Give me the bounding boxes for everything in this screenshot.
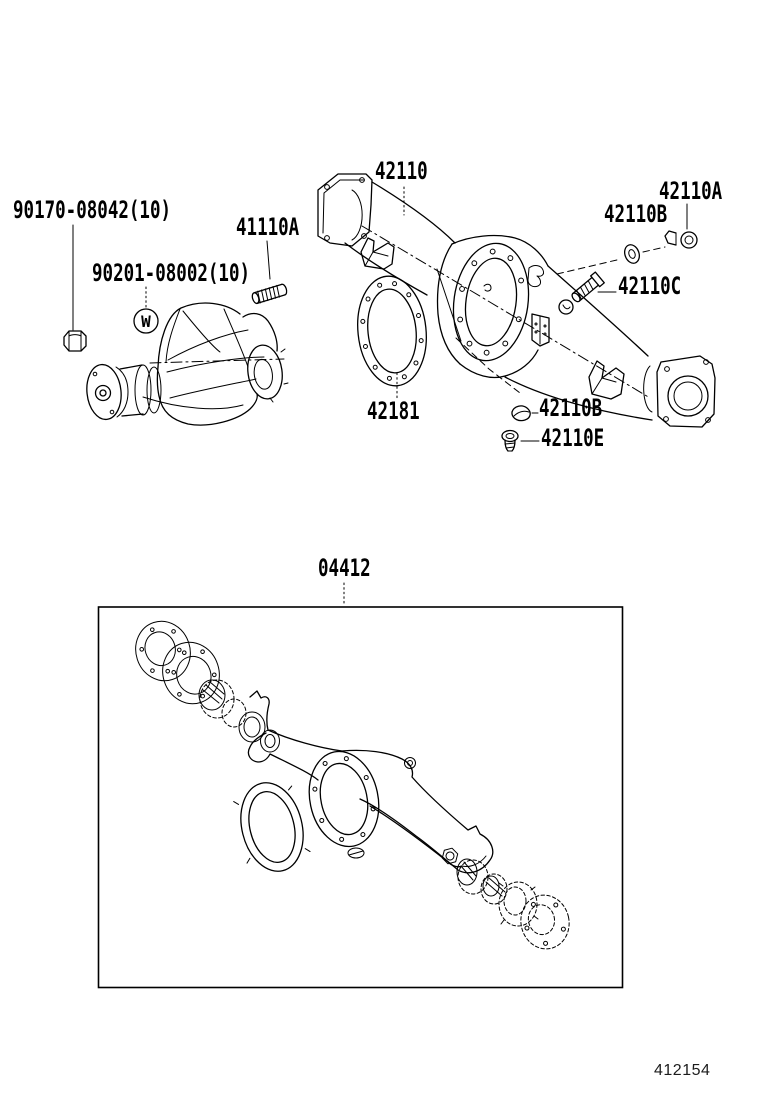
kit-ring-1 <box>238 711 266 743</box>
breather-42110a-drawing <box>664 203 698 249</box>
part-label-42110: 42110 <box>375 158 428 186</box>
part-label-42110a: 42110A <box>659 178 723 206</box>
kit-seal-ring <box>221 698 247 728</box>
axle-housing-drawing <box>317 173 716 428</box>
part-label-90201-08002: 90201-08002(10) <box>92 260 251 288</box>
part-label-42110e: 42110E <box>541 425 605 453</box>
kit-bearing-1 <box>198 679 235 719</box>
w-marker-letter: W <box>141 312 151 331</box>
stud-41110a-drawing <box>251 240 288 305</box>
part-label-42110c: 42110C <box>618 273 682 301</box>
part-label-90170-08042: 90170-08042(10) <box>13 197 172 225</box>
nut-90170-drawing <box>63 224 87 352</box>
kit-gasket-2 <box>162 641 220 705</box>
gasket-42181-drawing <box>357 275 427 400</box>
kit-box-border <box>97 606 624 989</box>
gasket-kit-drawing <box>135 620 570 950</box>
part-label-42181: 42181 <box>367 398 420 426</box>
sender-42110c-drawing <box>571 271 617 303</box>
kit-retainer-ring <box>498 881 539 927</box>
kit-box <box>97 582 624 989</box>
kit-carrier-arm <box>247 690 494 874</box>
clip-42110b-drawing <box>511 405 539 422</box>
breather-washer-42110b-drawing <box>624 244 640 264</box>
kit-clip <box>347 847 365 859</box>
part-label-04412: 04412 <box>318 555 371 583</box>
kit-large-ring <box>233 782 311 872</box>
kit-end-gasket <box>520 894 570 950</box>
washer-w-marker: W <box>133 286 159 334</box>
kit-banjo-ring <box>308 750 380 848</box>
part-label-41110a: 41110A <box>236 214 300 242</box>
kit-bearing-2 <box>480 873 508 905</box>
part-label-42110b-top: 42110B <box>604 201 668 229</box>
kit-hex-nut <box>441 847 459 865</box>
part-label-42110b-bottom: 42110B <box>539 395 603 423</box>
plug-42110e-drawing <box>501 429 540 452</box>
differential-carrier-drawing <box>86 302 289 426</box>
kit-ring-2 <box>260 729 280 753</box>
figure-number: 412154 <box>654 1062 711 1079</box>
